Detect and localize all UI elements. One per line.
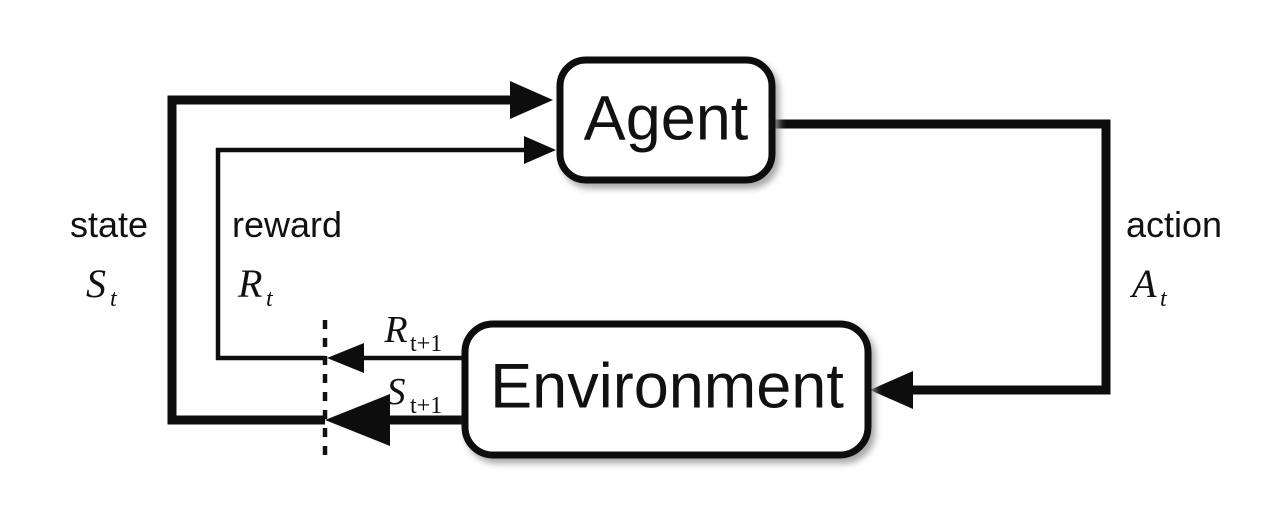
state-label-symbol: S	[86, 261, 106, 306]
agent-node[interactable]: Agent	[556, 56, 776, 184]
reward-next-label-symbol: R	[383, 309, 407, 351]
environment-node-box[interactable]	[461, 320, 872, 459]
state-edge-arrowhead	[510, 81, 553, 119]
reward-edge-arrowhead	[524, 136, 556, 164]
reward-label-symbol: R	[237, 261, 262, 306]
action-label-group: action A t	[1126, 204, 1222, 312]
reward-label-group: reward R t	[232, 204, 342, 312]
action-edge	[772, 119, 1111, 409]
reward-edge	[215, 136, 556, 361]
state-edge-line	[167, 95, 520, 425]
reward-next-edge	[327, 343, 465, 373]
state-next-edge	[325, 394, 465, 446]
state-label-word: state	[70, 204, 148, 245]
state-next-edge-arrowhead	[325, 394, 390, 446]
state-edge	[167, 81, 553, 425]
action-label-word: action	[1126, 204, 1222, 245]
environment-node[interactable]: Environment	[461, 320, 872, 459]
reward-label-word: reward	[232, 204, 342, 245]
action-label-subscript: t	[1160, 286, 1168, 312]
environment-node-label: Environment	[490, 352, 844, 422]
reward-next-label-subscript: t+1	[410, 331, 442, 357]
agent-node-label: Agent	[584, 84, 749, 154]
reward-label-subscript: t	[266, 286, 274, 312]
action-edge-arrowhead	[870, 371, 913, 409]
state-label-subscript: t	[110, 286, 118, 312]
state-next-label-symbol: S	[387, 371, 406, 413]
reward-edge-line	[215, 147, 530, 361]
action-edge-line	[772, 119, 1111, 395]
action-label-symbol-main: A	[1129, 261, 1157, 306]
agent-node-box[interactable]	[556, 56, 776, 184]
state-next-label-subscript: t+1	[410, 393, 442, 419]
reward-next-edge-arrowhead	[327, 343, 364, 373]
state-label-group: state S t	[70, 204, 148, 312]
reward-next-label-group: R t+1	[383, 309, 442, 357]
state-next-label-group: S t+1	[387, 371, 443, 419]
